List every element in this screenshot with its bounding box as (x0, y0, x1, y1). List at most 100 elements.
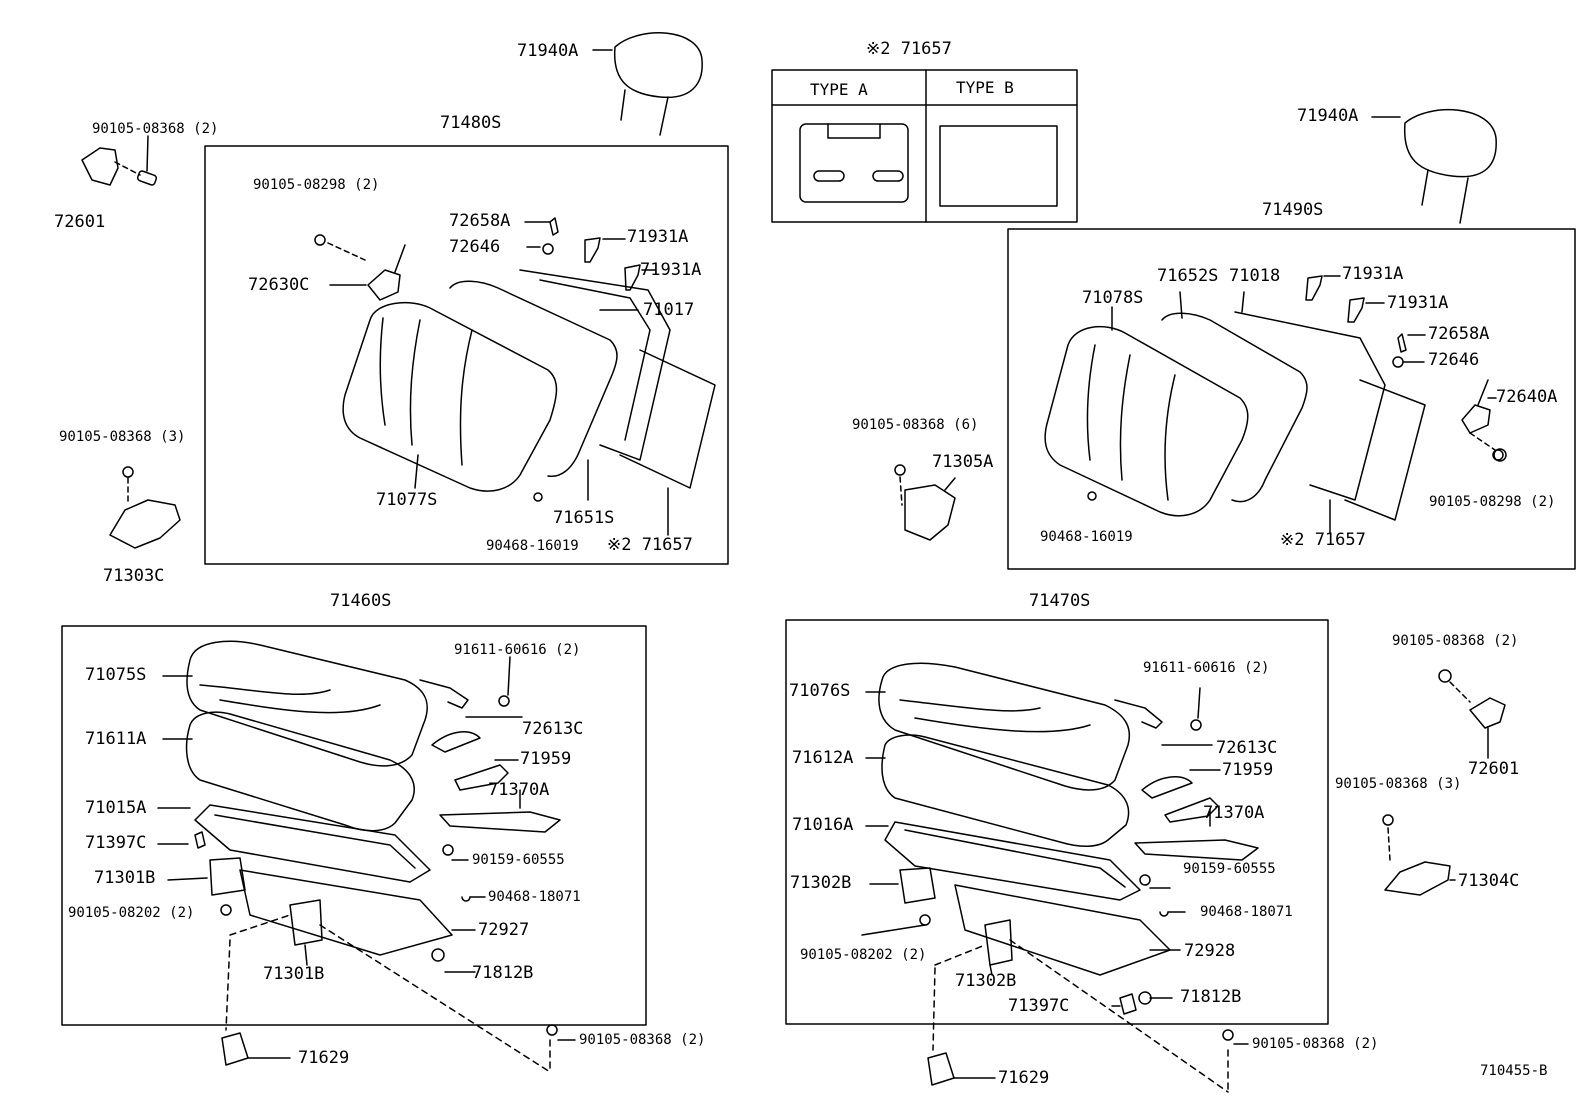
bracket-71305A-art (894, 464, 956, 541)
bolt-90159-right-label: 90159-60555 (1183, 861, 1276, 877)
frame-71018-label: 71018 (1229, 266, 1281, 286)
hinge-72601-right-label: 72601 (1468, 759, 1520, 779)
part-71397C-left-label: 71397C (85, 833, 147, 853)
hog-ring-left-label: 90468-16019 (486, 538, 579, 554)
cushion-left-small-parts (157, 656, 576, 1073)
headrest-left-label: 71940A (517, 41, 579, 61)
cushion-right-bottom-bolt-label: 90105-08368 (2) (1252, 1036, 1379, 1052)
hinge-71302B-lower-label: 71302B (955, 971, 1017, 991)
pad-71651S-label: 71651S (553, 508, 615, 528)
headrest-right-art (1371, 108, 1497, 224)
cover-71076S-label: 71076S (789, 681, 851, 701)
frame-71017-label: 71017 (643, 300, 695, 320)
hog-ring-18071-left-label: 90468-18071 (488, 889, 581, 905)
pin-71931A-right-1-label: 71931A (1342, 264, 1404, 284)
pin-71931A-left-2-label: 71931A (640, 260, 702, 280)
tray-72927-label: 72927 (478, 920, 530, 940)
clip-bolt-right-label: 91611-60616 (2) (1143, 660, 1270, 676)
headrest-left-art (592, 32, 703, 136)
pin-71931A-right-2-label: 71931A (1387, 293, 1449, 313)
seatback-left-bolt-label: 90105-08298 (2) (253, 177, 380, 193)
cushion-right-frame-box (785, 619, 1329, 1025)
board-71657-left-label: ※2 71657 (607, 535, 693, 555)
cushion-left-art (185, 640, 453, 962)
clip-bolt-left-label: 91611-60616 (2) (454, 642, 581, 658)
seatback-left-frame-box (204, 145, 729, 565)
part-71370A-left-label: 71370A (488, 780, 550, 800)
hinge-left-bolt-label: 90105-08368 (2) (92, 121, 219, 137)
part-71959-right-label: 71959 (1222, 760, 1274, 780)
pin-72646-right-label: 72646 (1428, 350, 1480, 370)
seatback-right-frame-box (1007, 228, 1576, 570)
hinge-left-lower-part-label: 71303C (103, 566, 165, 586)
lock-72630C-label: 72630C (248, 275, 310, 295)
board-71657-right-label: ※2 71657 (1280, 530, 1366, 550)
type-a-label: TYPE A (810, 80, 868, 99)
part-71959-left-label: 71959 (520, 749, 572, 769)
lock-72630C-art (314, 234, 406, 301)
pad-71652S-label: 71652S (1157, 266, 1219, 286)
part-71812B-left-label: 71812B (472, 963, 534, 983)
cushion-left-small-bolt-label: 90105-08202 (2) (68, 905, 195, 921)
type-b-label: TYPE B (956, 78, 1014, 97)
hinge-71301B-label: 71301B (94, 868, 156, 888)
diagram-id: 710455-B (1480, 1063, 1548, 1079)
pin-72658A-left-label: 72658A (449, 211, 511, 231)
hog-ring-right-label: 90468-16019 (1040, 529, 1133, 545)
cover-cap-71629-right-label: 71629 (998, 1068, 1050, 1088)
hinge-right-lower-bolt-label: 90105-08368 (3) (1335, 776, 1462, 792)
hinge-72601-right-art (1438, 669, 1506, 759)
hinge-71301B-lower-label: 71301B (263, 964, 325, 984)
cushion-left-assembly-label: 71460S (330, 591, 392, 611)
hinge-71304C-label: 71304C (1458, 871, 1520, 891)
bracket-top-right-small (1492, 449, 1504, 461)
cushion-right-small-parts (861, 687, 1259, 1093)
pin-72646-left-label: 72646 (449, 237, 501, 257)
cushion-right-assembly-label: 71470S (1029, 591, 1091, 611)
hinge-71302B-label: 71302B (790, 873, 852, 893)
seatback-right-bolt-label: 90105-08298 (2) (1429, 494, 1556, 510)
frame-71016A-label: 71016A (792, 815, 854, 835)
lever-72613C-right-label: 72613C (1216, 738, 1278, 758)
lock-72640A-label: 72640A (1496, 387, 1558, 407)
hinge-71304C-right-art (1382, 814, 1456, 896)
hinge-left-part-label: 72601 (54, 212, 106, 232)
hinge-left-lower-bolt-label: 90105-08368 (3) (59, 429, 186, 445)
tray-72928-label: 72928 (1184, 941, 1236, 961)
headrest-right-label: 71940A (1297, 106, 1359, 126)
pin-71931A-left-1-label: 71931A (627, 227, 689, 247)
pad-71611A-label: 71611A (85, 729, 147, 749)
lever-72613C-left-label: 72613C (522, 719, 584, 739)
leader-71018 (1241, 291, 1245, 313)
type-legend-box (771, 69, 1078, 223)
hog-ring-18071-right-label: 90468-18071 (1200, 904, 1293, 920)
pin-72658A-right-label: 72658A (1428, 324, 1490, 344)
cover-71077S-label: 71077S (376, 490, 438, 510)
seatback-left-art (342, 269, 716, 492)
bracket-71305A-bolt-label: 90105-08368 (6) (852, 417, 979, 433)
seatback-left-assembly-label: 71480S (440, 113, 502, 133)
seatback-right-assembly-label: 71490S (1262, 200, 1324, 220)
pins-right-art (1305, 275, 1507, 462)
pins-left-art (524, 217, 656, 291)
seatback-right-art (1044, 311, 1426, 521)
leader-71652S (1179, 291, 1183, 319)
frame-71015A-label: 71015A (85, 798, 147, 818)
hinge-right-bolt-label: 90105-08368 (2) (1392, 633, 1519, 649)
pad-71612A-label: 71612A (792, 748, 854, 768)
part-71370A-right-label: 71370A (1203, 803, 1265, 823)
cushion-right-small-bolt-label: 90105-08202 (2) (800, 947, 927, 963)
bracket-71305A-label: 71305A (932, 452, 994, 472)
cover-71078S-label: 71078S (1082, 288, 1144, 308)
hinge-72601-left-art (81, 135, 158, 186)
bolt-90159-left-label: 90159-60555 (472, 852, 565, 868)
cover-cap-71629-left-label: 71629 (298, 1048, 350, 1068)
type-legend-heading: ※2 71657 (866, 39, 952, 59)
hinge-71303C-art (109, 466, 181, 549)
leader-71077S (414, 454, 419, 489)
part-71397C-right-label: 71397C (1008, 996, 1070, 1016)
cushion-left-bottom-bolt-label: 90105-08368 (2) (579, 1032, 706, 1048)
part-71812B-right-label: 71812B (1180, 987, 1242, 1007)
